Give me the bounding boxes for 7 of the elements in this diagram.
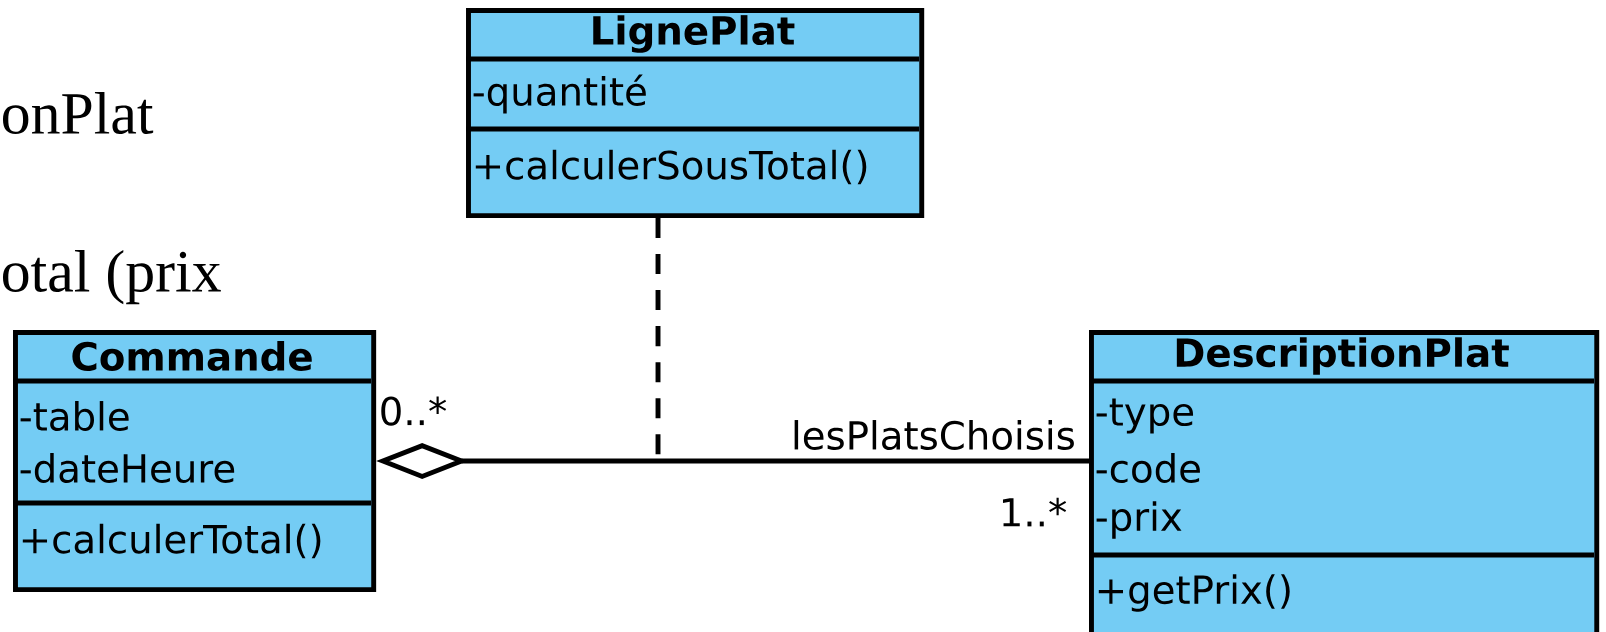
class-box: Commande -table -dateHeure +calculerTotal() xyxy=(13,330,377,593)
partial-text: onPlat xyxy=(3,92,154,135)
multiplicity-label: 0..* xyxy=(381,396,447,426)
multiplicity-label: 1..* xyxy=(1003,497,1067,527)
edge-label: lesPlatsChoisis xyxy=(787,416,1080,454)
class-box: LignePlat -quantité +calculerSousTotal() xyxy=(466,8,925,219)
class-box: DescriptionPlat -type -code -prix +getPrix() xyxy=(1089,330,1600,632)
